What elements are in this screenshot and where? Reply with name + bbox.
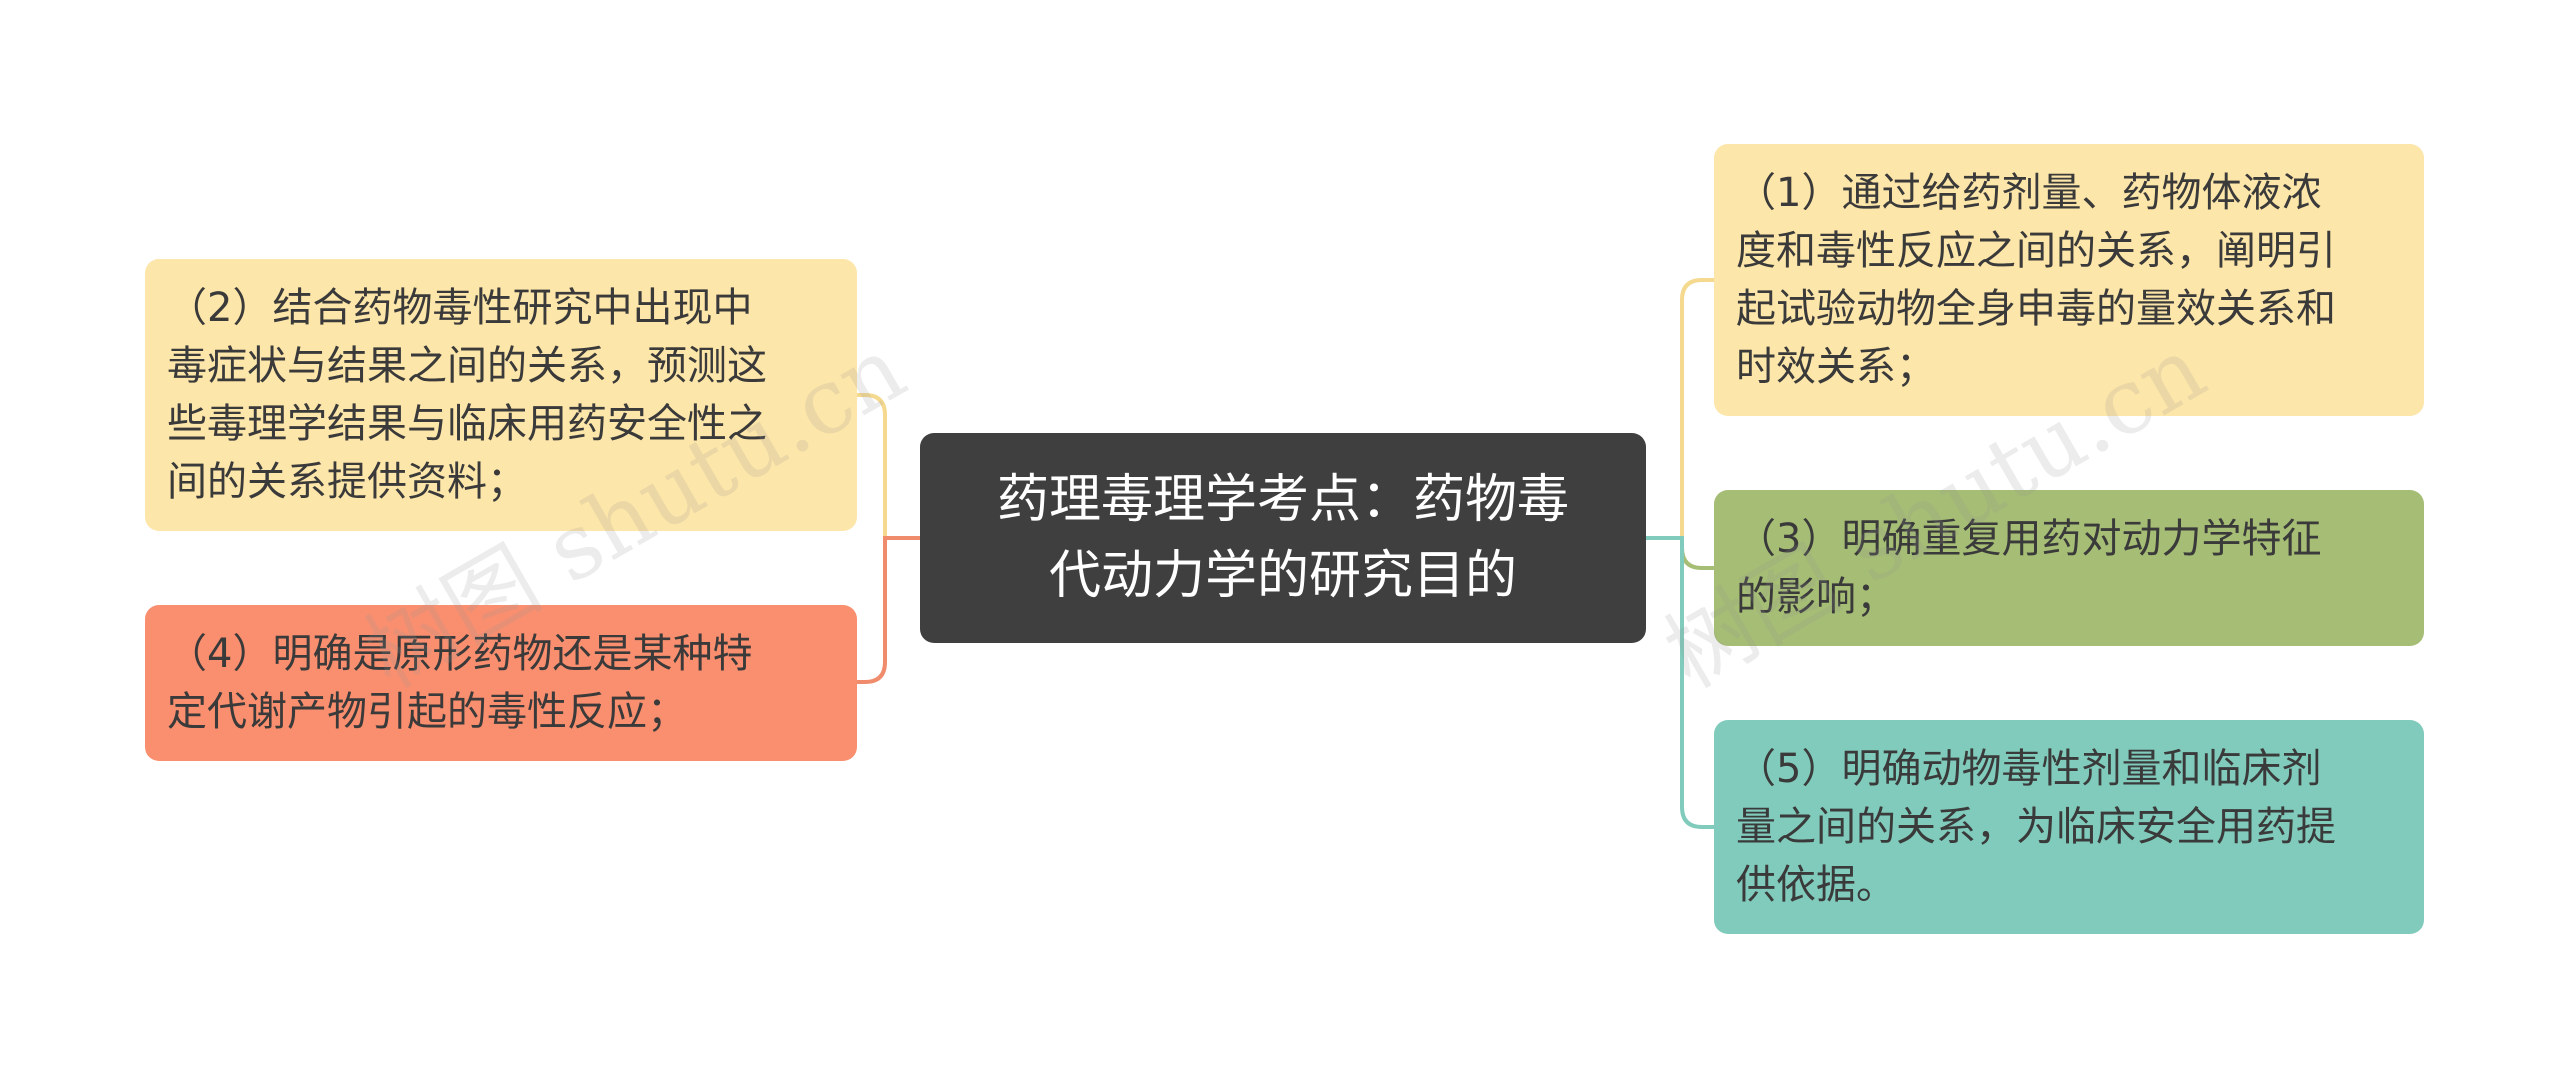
node-5-line-3: 供依据。 — [1736, 862, 1896, 908]
node-2-line-2: 毒症状与结果之间的关系，预测这 — [167, 343, 767, 389]
node-4-line-2: 定代谢产物引起的毒性反应； — [167, 689, 687, 735]
branch-node-4[interactable]: （4）明确是原形药物还是某种特 定代谢产物引起的毒性反应； — [145, 605, 857, 761]
connector-n1 — [1646, 278, 1714, 540]
node-2-line-3: 些毒理学结果与临床用药安全性之 — [167, 401, 767, 447]
branch-node-2[interactable]: （2）结合药物毒性研究中出现中 毒症状与结果之间的关系，预测这 些毒理学结果与临… — [145, 259, 857, 531]
central-topic[interactable]: 药理毒理学考点：药物毒 代动力学的研究目的 — [920, 433, 1646, 643]
node-1-line-3: 起试验动物全身申毒的量效关系和 — [1736, 286, 2336, 332]
node-4-line-1: （4）明确是原形药物还是某种特 — [167, 631, 753, 677]
central-topic-line-1: 药理毒理学考点：药物毒 — [996, 470, 1569, 530]
node-3-line-1: （3）明确重复用药对动力学特征 — [1736, 516, 2322, 562]
node-2-line-1: （2）结合药物毒性研究中出现中 — [167, 285, 753, 331]
branch-node-5[interactable]: （5）明确动物毒性剂量和临床剂 量之间的关系，为临床安全用药提 供依据。 — [1714, 720, 2424, 934]
connector-n2 — [857, 393, 920, 540]
central-topic-line-2: 代动力学的研究目的 — [1048, 546, 1517, 606]
connector-n4 — [857, 536, 920, 684]
node-5-line-1: （5）明确动物毒性剂量和临床剂 — [1736, 746, 2322, 792]
node-1-line-4: 时效关系； — [1736, 344, 1936, 390]
connector-n5 — [1646, 536, 1714, 829]
node-3-line-2: 的影响； — [1736, 574, 1896, 620]
node-1-line-1: （1）通过给药剂量、药物体液浓 — [1736, 170, 2322, 216]
node-5-line-2: 量之间的关系，为临床安全用药提 — [1736, 804, 2336, 850]
branch-node-3[interactable]: （3）明确重复用药对动力学特征 的影响； — [1714, 490, 2424, 646]
branch-node-1[interactable]: （1）通过给药剂量、药物体液浓 度和毒性反应之间的关系，阐明引 起试验动物全身申… — [1714, 144, 2424, 416]
node-1-line-2: 度和毒性反应之间的关系，阐明引 — [1736, 228, 2336, 274]
node-2-line-4: 间的关系提供资料； — [167, 459, 527, 505]
